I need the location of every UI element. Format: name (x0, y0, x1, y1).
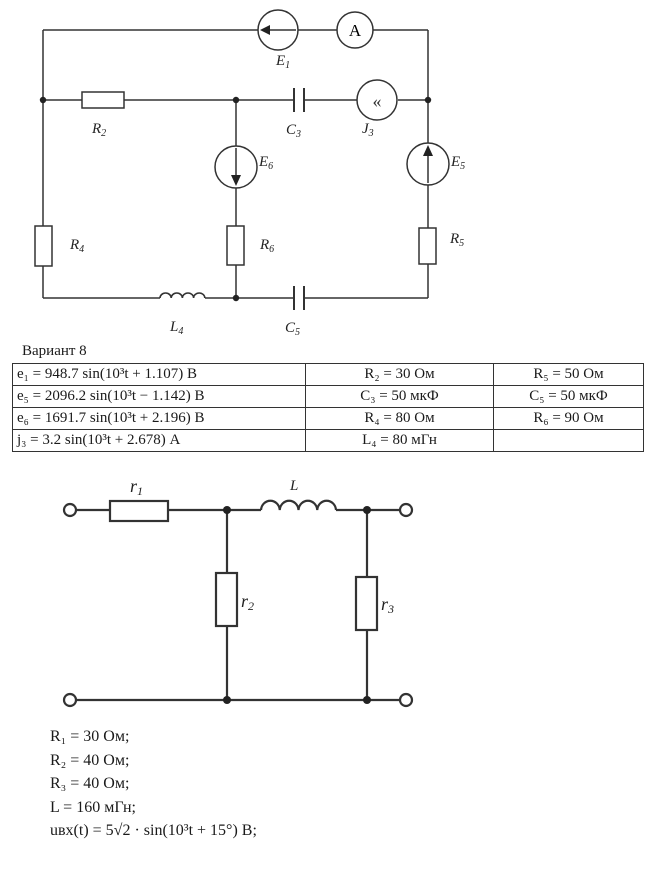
component-values-list: R₁ = 30 Ом; R₂ = 40 Ом; R₃ = 40 Ом; L = … (50, 725, 257, 843)
l4-inductor-icon (159, 292, 206, 299)
e5-source-icon (406, 142, 450, 186)
label-r2-second: r2 (241, 591, 254, 613)
label-c5: C5 (285, 320, 300, 338)
circuit-diagram-1: A « E1 R2 C3 J3 E (34, 9, 465, 338)
table-cell: e₁ = 948.7 sin(10³t + 1.107) В (12, 363, 306, 386)
table-cell: R₄ = 80 Ом (305, 407, 494, 430)
label-e6: E6 (258, 154, 273, 172)
label-e5: E5 (450, 154, 465, 172)
label-l4: L4 (169, 319, 183, 337)
label-r3: r3 (381, 594, 394, 616)
label-c3: C3 (286, 122, 301, 140)
table-cell: L₄ = 80 мГн (305, 429, 494, 452)
table-cell: e₆ = 1691.7 sin(10³t + 2.196) В (12, 407, 306, 430)
c3-capacitor-icon (293, 88, 305, 112)
j3-current-source-icon: « (356, 79, 398, 121)
label-r2: R2 (91, 121, 106, 139)
ammeter-label: A (349, 21, 362, 40)
r5-resistor-icon (418, 227, 437, 265)
e6-source-icon (214, 145, 258, 189)
table-row: e₁ = 948.7 sin(10³t + 1.107) В R₂ = 30 О… (12, 363, 644, 386)
value-input-voltage: uвх(t) = 5√2 · sin(10³t + 15°) В; (50, 822, 257, 839)
value-r1: R₁ = 30 Ом; (50, 728, 130, 745)
label-r4: R4 (69, 237, 84, 255)
value-l: L = 160 мГн; (50, 798, 136, 816)
junction-dots (39, 96, 432, 302)
table-cell: C₃ = 50 мкФ (305, 385, 494, 408)
r2-resistor-icon (214, 571, 239, 628)
label-r1: r1 (130, 476, 143, 498)
label-j3: J3 (362, 121, 374, 139)
table-row: e₅ = 2096.2 sin(10³t − 1.142) В C₃ = 50 … (12, 385, 644, 408)
c5-capacitor-icon (293, 286, 305, 310)
junction-dots-2 (223, 506, 371, 704)
table-cell: C₅ = 50 мкФ (493, 385, 644, 408)
label-r6: R6 (259, 237, 274, 255)
ammeter-icon: A (336, 11, 374, 49)
parameters-table: e₁ = 948.7 sin(10³t + 1.107) В R₂ = 30 О… (12, 363, 644, 452)
r1-resistor-icon (108, 499, 170, 523)
terminal-icons (62, 502, 414, 708)
r2-resistor-icon (81, 91, 125, 109)
value-r2: R₂ = 40 Ом; (50, 751, 130, 769)
r4-resistor-icon (34, 225, 53, 267)
table-cell: j₃ = 3.2 sin(10³t + 2.678) А (12, 429, 306, 452)
label-e1: E1 (275, 53, 290, 71)
circuit-diagram-2: r1 L r2 r3 (62, 476, 414, 708)
label-r5: R5 (449, 231, 464, 249)
table-cell: e₅ = 2096.2 sin(10³t − 1.142) В (12, 385, 306, 408)
table-cell: R₂ = 30 Ом (305, 363, 494, 386)
l-inductor-icon (259, 499, 338, 511)
r3-resistor-icon (354, 575, 379, 632)
variant-title: Вариант 8 (22, 343, 87, 359)
table-cell: R₆ = 90 Ом (493, 407, 644, 430)
r6-resistor-icon (226, 225, 245, 266)
table-cell: R₅ = 50 Ом (493, 363, 644, 386)
table-cell (493, 429, 644, 452)
e1-source-icon (257, 9, 299, 51)
j3-source-symbol: « (373, 91, 382, 111)
value-r3: R₃ = 40 Ом; (50, 775, 130, 792)
table-row: j₃ = 3.2 sin(10³t + 2.678) А L₄ = 80 мГн (12, 429, 644, 452)
label-l: L (289, 478, 298, 494)
table-row: e₆ = 1691.7 sin(10³t + 2.196) В R₄ = 80 … (12, 407, 644, 430)
